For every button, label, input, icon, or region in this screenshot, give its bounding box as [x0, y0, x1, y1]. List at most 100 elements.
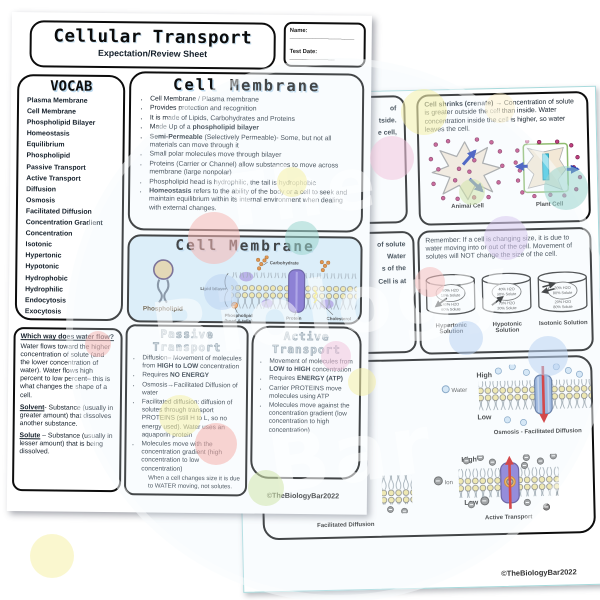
svg-text:Protein: Protein	[286, 316, 302, 321]
hypotonic-label: Hypotonic Solution	[492, 321, 523, 335]
worksheet-page-1: Cellular Transport Expectation/Review Sh…	[6, 12, 372, 515]
vocab-term: Hypotonic	[25, 263, 60, 271]
watermark-dot	[30, 534, 74, 578]
cell-membrane-notes-title: Cell Membrane	[172, 75, 321, 96]
vocab-term: Active Transport	[26, 174, 81, 183]
solvent-definition: Solvent- Substance (usually in greater a…	[19, 403, 114, 428]
ion-icon	[433, 476, 443, 486]
note-bullet: Movement of molecules from LOW to HIGH c…	[269, 358, 354, 375]
water-flow-text: Water flows toward the higher concentrat…	[19, 343, 111, 399]
svg-text:(head & tails): (head & tails)	[225, 318, 254, 323]
text-fragment: e cell,	[377, 129, 398, 138]
osmosis-diagram	[478, 363, 592, 426]
vocab-term: Hydrophobic	[25, 274, 68, 283]
animal-cell-label: Animal Cell	[451, 203, 485, 211]
phospholipid-icon	[153, 259, 174, 304]
vocab-term: Exocytosis	[24, 307, 62, 316]
name-date-box: Name: ____________________ Test Date: __…	[283, 21, 366, 68]
svg-text:20% H2O: 20% H2O	[555, 300, 572, 304]
svg-text:60% Solute: 60% Solute	[497, 292, 517, 296]
water-legend: Water	[441, 385, 467, 395]
solute-definition: Solute – Substance (usually in lesser am…	[19, 432, 113, 456]
crenate-text: Cell shrinks (crenate) → Concentration o…	[424, 98, 574, 134]
vacuole	[542, 153, 550, 181]
remember-text: Remember: If a cell is changing size, it…	[425, 234, 573, 262]
highlighted-head	[231, 301, 238, 309]
active-transport-box: Active Transport Movement of molecules f…	[250, 325, 362, 480]
ion-legend: Ion	[433, 476, 453, 486]
passive-transport-title: Passive Transport	[152, 327, 222, 355]
note-bullet: Requires NO ENERGY	[142, 372, 242, 381]
note-bullet: Homeostasis refers to the ability of the…	[149, 188, 353, 215]
text-fragment: tside.	[378, 117, 397, 125]
hypotonic-cylinder: 40% H2O 60% Solute 70% H2O 30% Solute Hy…	[480, 272, 533, 334]
page-subtitle: Expectation/Review Sheet	[98, 47, 208, 60]
crenate-box: Cell shrinks (crenate) → Concentration o…	[416, 90, 591, 226]
page2-copyright: ©TheBiologyBar2022	[501, 567, 577, 579]
water-out-arrow	[461, 149, 477, 166]
equilibrium-arrow	[541, 287, 555, 294]
note-bullet: Semi-Permeable (Selectively Permeable)- …	[150, 133, 354, 152]
water-flow-box: Which way does water flow? Water flows t…	[11, 327, 123, 493]
animal-cell-diagram	[428, 137, 505, 202]
plant-cell-diagram	[513, 139, 583, 199]
facilitated-diffusion-diagram	[381, 475, 413, 514]
svg-text:80% Solute: 80% Solute	[553, 305, 573, 309]
svg-text:Phospholipid: Phospholipid	[225, 313, 254, 318]
active-transport-arrow	[504, 455, 514, 509]
water-in-arrow	[491, 296, 504, 306]
remember-box: Remember: If a cell is changing size, it…	[417, 226, 594, 355]
passive-transport-box: Passive Transport Diffusion– Movement of…	[123, 324, 249, 497]
svg-text:10% Solute: 10% Solute	[441, 293, 461, 297]
text-fragment: of	[389, 105, 397, 113]
vocab-term: Phospholipid	[26, 152, 71, 161]
vocab-term: Diffusion	[26, 185, 57, 194]
phospholipid-label: Phospholipid	[142, 305, 183, 313]
page1-copyright: ©TheBiologyBar2022	[266, 490, 340, 501]
text-fragment: Cell is at	[378, 277, 407, 286]
vocab-term: Osmosis	[25, 197, 56, 205]
note-bullet: Molecules move against the concentration…	[269, 402, 354, 436]
note-bullet: Diffusion– Movement of molecules from HI…	[142, 354, 242, 371]
animal-cell-shape	[431, 141, 501, 201]
cell-membrane-notes-box: Cell Membrane Cell Membrane / Plasma mem…	[127, 71, 365, 233]
osmosis-flow-arrow	[539, 365, 549, 424]
cholesterol-molecule	[313, 289, 318, 304]
active-transport-title-2: Transport	[272, 342, 341, 357]
svg-text:30% Solute: 30% Solute	[497, 306, 517, 310]
text-fragment: Water	[387, 253, 406, 261]
vocab-term: Passive Transport	[26, 163, 86, 172]
svg-text:70% H2O: 70% H2O	[499, 301, 516, 305]
svg-text:Lipid bilayer: Lipid bilayer	[200, 286, 227, 291]
svg-text:40% H2O: 40% H2O	[443, 302, 460, 306]
svg-text:Carbohydrate: Carbohydrate	[270, 260, 300, 265]
isotonic-label: Isotonic Solution	[538, 319, 588, 328]
water-molecule-icon	[441, 385, 450, 394]
vocab-term: Hydrophilic	[25, 285, 64, 294]
svg-text:80% Solute: 80% Solute	[553, 291, 573, 295]
solute-dots	[428, 137, 505, 202]
text-fragment: of solute	[377, 241, 406, 249]
title-box: Cellular Transport Expectation/Review Sh…	[29, 20, 276, 70]
lipid-bilayer-diagram: Carbohydrate Lipid bilayer Phospholipid …	[200, 255, 357, 323]
isotonic-cylinder: 20% H2O 80% Solute 20% H2O 80% Solute Is…	[536, 271, 589, 333]
note-bullet: Osmosis→Facilitated Diffusion of water	[142, 381, 242, 398]
hypertonic-cylinder: 90% H2O 10% Solute 40% H2O 60% Solute Hy…	[424, 273, 477, 336]
passive-sub-bullet: When a cell changes size it is due to WA…	[148, 474, 240, 491]
membrane-diagram-title: Cell Membrane	[175, 237, 315, 256]
ion-molecules	[387, 506, 408, 514]
membrane	[381, 475, 413, 505]
note-bullet: Requires ENERGY (ATP)	[269, 375, 354, 384]
active-transport-title-1: Active	[283, 329, 330, 344]
note-bullet: Carrier PROTEINS move molecules using AT…	[269, 384, 354, 401]
active-transport-bullets: Movement of molecules from LOW to HIGH c…	[258, 358, 355, 436]
note-bullet: Proteins (Carrier or Channel) allow subs…	[149, 160, 353, 179]
vocab-title: VOCAB	[50, 78, 93, 95]
hidden-top-fragments: of tside. e cell,	[377, 103, 397, 140]
note-bullet: Facilitated diffusion: diffusion of solu…	[142, 398, 242, 440]
test-date-field: Test Date: ______________	[289, 48, 335, 62]
